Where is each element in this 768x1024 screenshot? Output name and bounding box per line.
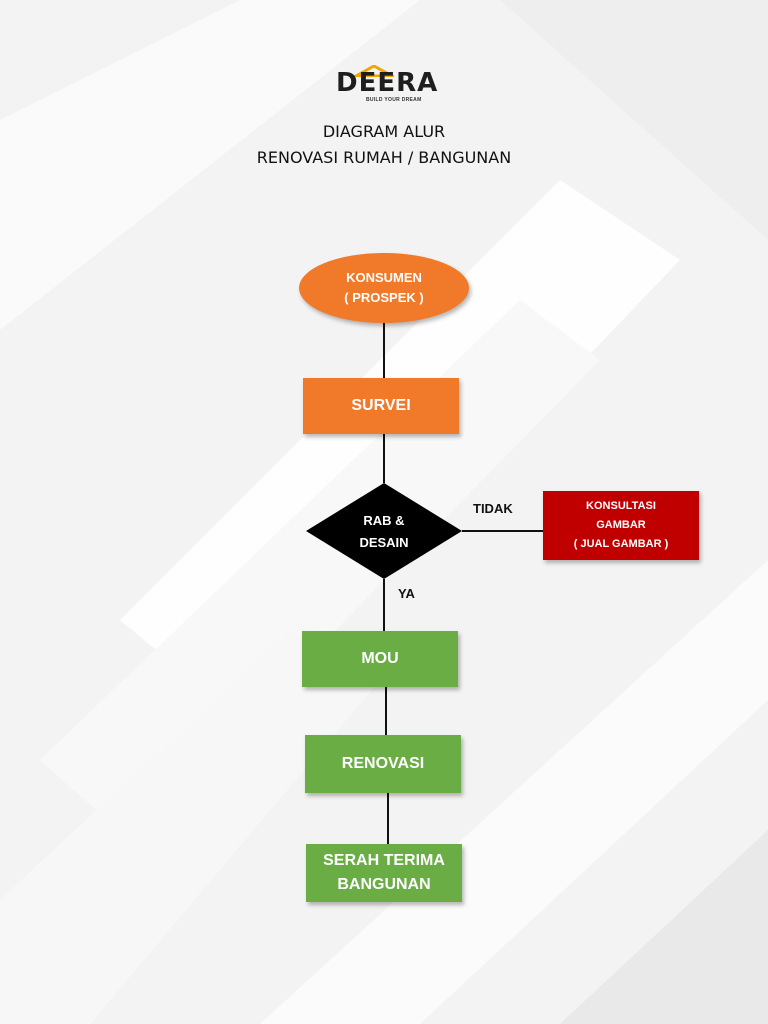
edge-label-ya: YA	[398, 586, 415, 601]
node-survei: SURVEI	[303, 378, 459, 434]
node-survei-label: SURVEI	[351, 397, 411, 414]
node-serah-terima-line1: SERAH TERIMA	[323, 852, 445, 869]
node-konsultasi-line1: KONSULTASI	[586, 500, 656, 512]
rab-desain-diamond	[306, 483, 462, 579]
node-rab-desain-line2: DESAIN	[359, 535, 409, 550]
node-renovasi-label: RENOVASI	[341, 755, 425, 772]
diagram-title: DIAGRAM ALUR	[322, 122, 446, 141]
node-serah-terima-line2: BANGUNAN	[337, 876, 431, 893]
node-mou: MOU	[302, 631, 458, 687]
logo-roof-icon	[354, 65, 394, 77]
node-serah-terima: SERAH TERIMA BANGUNAN	[306, 844, 462, 902]
node-konsumen: KONSUMEN ( PROSPEK )	[299, 253, 469, 323]
node-renovasi: RENOVASI	[305, 735, 461, 793]
node-rab-desain-line1: RAB &	[363, 513, 405, 528]
logo-wordmark: DEERA	[336, 68, 439, 98]
node-konsultasi-line2: GAMBAR	[596, 519, 646, 531]
node-konsumen-line2: ( PROSPEK )	[344, 290, 424, 305]
node-rab-desain-label: RAB & DESAIN	[334, 510, 434, 554]
deera-logo: DEERA BUILD YOUR DREAM	[336, 65, 439, 110]
node-konsultasi: KONSULTASI GAMBAR ( JUAL GAMBAR )	[543, 491, 699, 560]
node-mou-label: MOU	[361, 650, 399, 667]
diagram-subtitle: RENOVASI RUMAH / BANGUNAN	[256, 148, 512, 167]
node-konsumen-line1: KONSUMEN	[346, 270, 422, 285]
edge-label-tidak: TIDAK	[473, 501, 513, 516]
logo-tagline: BUILD YOUR DREAM	[366, 97, 422, 103]
node-konsultasi-line3: ( JUAL GAMBAR )	[573, 538, 669, 550]
